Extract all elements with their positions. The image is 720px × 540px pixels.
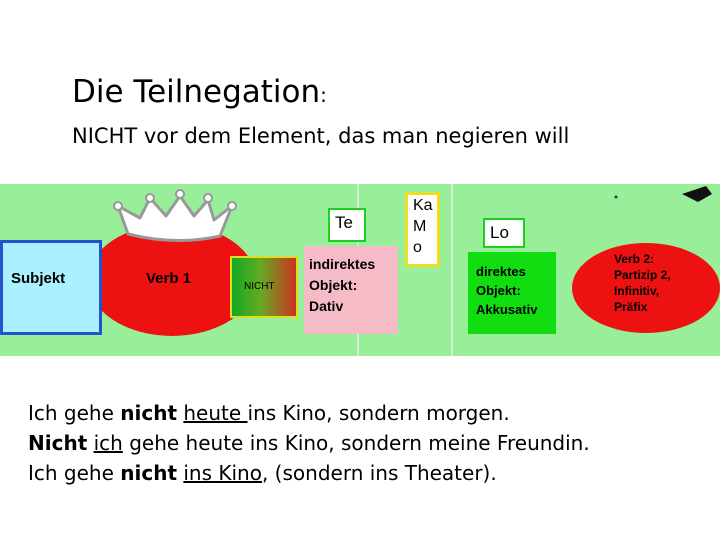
- sentence-position-diagram: Subjekt Verb 1 NICHT Te indirektes Objek…: [0, 184, 720, 356]
- lo-label: Lo: [490, 223, 509, 242]
- crown-pearl-icon: [145, 193, 155, 203]
- dot-mark-icon: [614, 195, 618, 199]
- nicht-box: NICHT: [230, 256, 298, 318]
- verb2-ellipse: [572, 243, 720, 333]
- direkt-line-1: direktes: [476, 264, 526, 279]
- verb2-line-3: Infinitiv,: [614, 284, 660, 298]
- sentence-text: Ich gehe: [28, 401, 121, 425]
- verb2-line-4: Präfix: [614, 300, 648, 314]
- verb1-ellipse: [88, 224, 256, 336]
- lo-box: Lo: [483, 218, 525, 248]
- crown-pearl-icon: [175, 189, 185, 199]
- slide-title-text: Die Teilnegation: [72, 74, 321, 110]
- subjekt-box: Subjekt: [0, 240, 102, 335]
- example-sentences: Ich gehe nicht heute ins Kino, sondern m…: [28, 398, 590, 488]
- diagram-shapes: [88, 184, 720, 356]
- sentence-text: Ich gehe: [28, 461, 121, 485]
- kamo-box: Ka M o: [405, 192, 440, 267]
- nicht-label: NICHT: [244, 281, 275, 292]
- sentence-text: , (sondern ins Theater).: [261, 461, 497, 485]
- indirekt-line-3: Dativ: [309, 298, 344, 314]
- negation-word: nicht: [120, 401, 178, 425]
- subjekt-label: Subjekt: [11, 270, 66, 287]
- example-sentence-2: Nicht ich gehe heute ins Kino, sondern m…: [28, 428, 590, 458]
- kamo-line-3: o: [413, 239, 422, 256]
- crown-pearl-icon: [113, 201, 123, 211]
- indirekt-line-1: indirektes: [309, 256, 376, 272]
- te-label: Te: [335, 213, 353, 232]
- negation-word: nicht: [120, 461, 178, 485]
- sentence-text: ins Kino, sondern morgen.: [247, 401, 510, 425]
- direkt-line-2: Objekt:: [476, 283, 521, 298]
- sentence-text: gehe heute ins Kino, sondern meine Freun…: [122, 431, 590, 455]
- corner-mark-icon: [682, 186, 712, 202]
- crown-pearl-icon: [227, 201, 237, 211]
- indirektes-objekt-box: indirektes Objekt: Dativ: [304, 246, 398, 334]
- te-box: Te: [328, 208, 366, 242]
- kamo-line-1: Ka: [413, 197, 433, 214]
- kamo-line-2: M: [413, 218, 427, 235]
- negated-element: heute: [183, 401, 248, 425]
- example-sentence-3: Ich gehe nicht ins Kino, (sondern ins Th…: [28, 458, 590, 488]
- negation-word: Nicht: [28, 431, 88, 455]
- negated-element: ich: [93, 431, 123, 455]
- example-sentence-1: Ich gehe nicht heute ins Kino, sondern m…: [28, 398, 590, 428]
- indirekt-line-2: Objekt:: [309, 277, 358, 293]
- verb2-line-2: Partizip 2,: [614, 268, 671, 282]
- negated-element: ins Kino: [183, 461, 262, 485]
- crown-icon: [116, 194, 234, 242]
- slide-title: Die Teilnegation:: [72, 74, 327, 110]
- verb2-line-1: Verb 2:: [614, 252, 655, 266]
- crown-pearl-icon: [203, 193, 213, 203]
- verb2-label-group: Verb 2: Partizip 2, Infinitiv, Präfix: [612, 252, 712, 326]
- verb1-label: Verb 1: [146, 270, 192, 287]
- direktes-objekt-box: direktes Objekt: Akkusativ: [468, 252, 556, 334]
- slide-subtitle: NICHT vor dem Element, das man negieren …: [72, 124, 570, 148]
- slide-title-colon: :: [320, 83, 327, 107]
- direkt-line-3: Akkusativ: [476, 302, 538, 317]
